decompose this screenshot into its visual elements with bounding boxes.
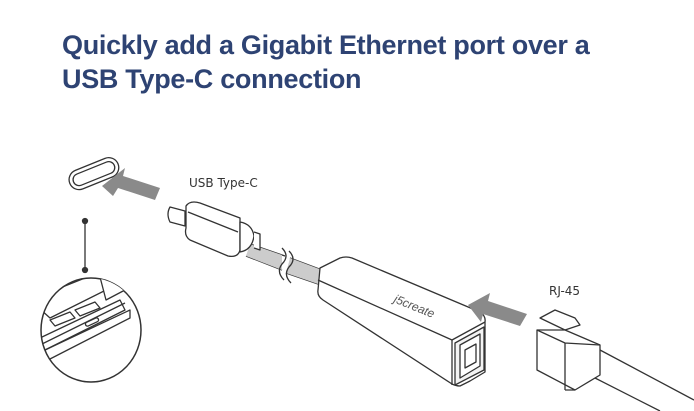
arrow-left-icon — [468, 293, 527, 326]
arrow-left-icon — [102, 168, 160, 200]
insert-arrows — [102, 168, 527, 326]
page-title: Quickly add a Gigabit Ethernet port over… — [62, 28, 590, 96]
callout-line — [81, 217, 89, 274]
ethernet-adapter — [317, 256, 486, 387]
title-line-1: Quickly add a Gigabit Ethernet port over… — [62, 30, 590, 60]
usb-type-c-label: USB Type-C — [189, 176, 258, 190]
usb-c-plug — [167, 201, 261, 258]
title-line-2: USB Type-C connection — [62, 64, 362, 94]
laptop-closeup — [40, 277, 142, 383]
usb-c-port-icon — [68, 156, 120, 191]
usb-cable — [245, 243, 323, 285]
rj45-plug — [536, 309, 694, 411]
rj45-label: RJ-45 — [549, 284, 581, 298]
